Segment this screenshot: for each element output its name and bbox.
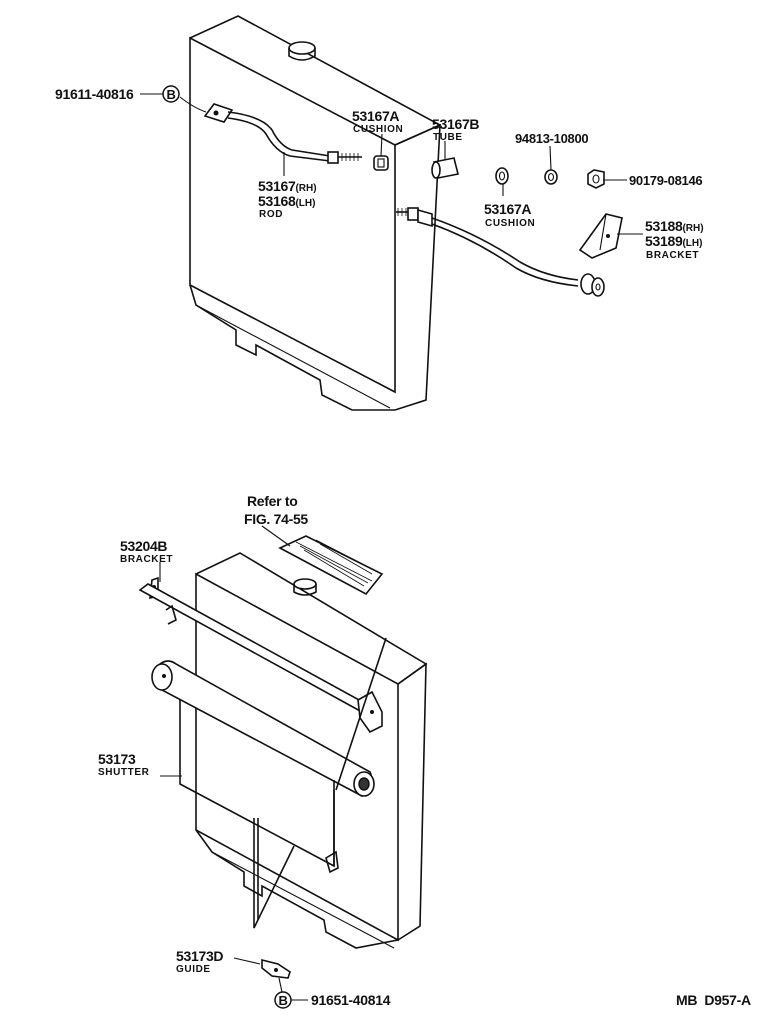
upper-leaders [140, 93, 643, 235]
cushion-upper [373, 155, 389, 171]
grille-reference-part [278, 535, 384, 596]
label-91611-40816: 91611-40816 [55, 86, 134, 102]
marker-b-lower: B [278, 993, 287, 1008]
shutter-cables [253, 637, 387, 929]
label-53173: 53173 [98, 751, 136, 767]
marker-b-upper: B [166, 87, 175, 102]
label-cushion-bottom: CUSHION [485, 218, 535, 229]
label-53167b: 53167B [432, 116, 479, 132]
figure-code: MB D957-A [676, 992, 751, 1008]
label-fig-74-55: FIG. 74-55 [244, 511, 308, 527]
nut [587, 169, 605, 189]
label-shutter: SHUTTER [98, 767, 150, 778]
shutter-roller [151, 660, 375, 797]
tube [431, 157, 459, 179]
rod-upper [203, 103, 362, 164]
cushion-lower [495, 167, 509, 185]
label-90179-08146: 90179-08146 [629, 173, 702, 188]
label-53189-lh: 53189(LH) [645, 233, 702, 249]
label-53167a-bottom: 53167A [484, 201, 531, 217]
label-94813-10800: 94813-10800 [515, 131, 588, 146]
label-53204b: 53204B [120, 538, 167, 554]
lower-radiator [195, 552, 428, 949]
label-53173d: 53173D [176, 948, 223, 964]
label-91651-40814: 91651-40814 [311, 992, 391, 1008]
bracket-upper [578, 213, 623, 259]
shutter-curtain [179, 700, 339, 874]
label-refer-to: Refer to [247, 493, 298, 509]
label-53167-rh: 53167(RH) [258, 178, 317, 194]
bolt-marker-lower: B [274, 991, 292, 1009]
rod-lower [396, 207, 605, 297]
washer [544, 169, 558, 185]
label-53168-lh: 53168(LH) [258, 193, 315, 209]
upper-radiator [189, 15, 442, 411]
label-bracket-lower: BRACKET [120, 554, 173, 565]
label-guide: GUIDE [176, 964, 211, 975]
label-rod: ROD [259, 209, 283, 220]
bracket-bar [138, 576, 383, 734]
shutter-guide [261, 958, 291, 979]
label-tube: TUBE [433, 132, 463, 143]
label-cushion-top: CUSHION [353, 124, 403, 135]
label-53188-rh: 53188(RH) [645, 218, 704, 234]
lower-leaders [159, 525, 308, 1001]
bolt-marker-upper: B [162, 85, 180, 103]
label-bracket-upper: BRACKET [646, 250, 699, 261]
label-53167a-top: 53167A [352, 108, 399, 124]
